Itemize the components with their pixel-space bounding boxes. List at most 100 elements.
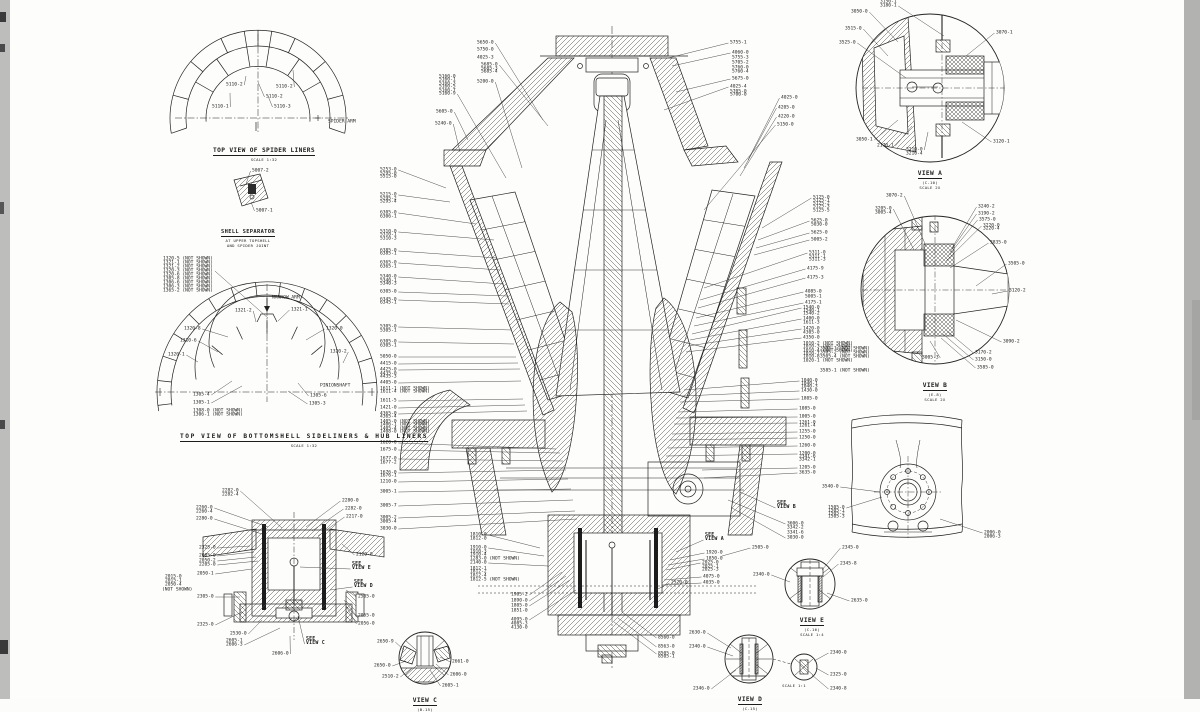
part-label: 5005-2 bbox=[811, 237, 828, 242]
part-label: 1320-1 bbox=[168, 352, 185, 357]
view-scale-text: SCALE 1:4 bbox=[782, 632, 842, 637]
part-label: 4175-3 bbox=[807, 275, 824, 280]
part-label: 5007-1 bbox=[256, 208, 273, 213]
part-label: 1306-1 (NOT SHOWN) bbox=[193, 412, 243, 417]
part-label: 2340-8 bbox=[830, 686, 847, 691]
part-label: 1321-1 bbox=[291, 307, 308, 312]
part-label: 1250-0 bbox=[799, 435, 816, 440]
part-label: 3505-0 bbox=[1008, 261, 1025, 266]
part-label: 1611-5 bbox=[380, 398, 397, 403]
view-title-text: VIEW A bbox=[918, 170, 942, 179]
part-label: 5240-0 bbox=[435, 121, 452, 126]
part-label: NARROW ARM bbox=[272, 295, 300, 300]
part-label: 6365-1 bbox=[380, 264, 397, 269]
part-label: 3342-1 bbox=[799, 457, 816, 462]
part-label: 2305-0 bbox=[197, 594, 214, 599]
part-label: 2282-4 bbox=[222, 492, 239, 497]
part-label: 2325-0 bbox=[197, 622, 214, 627]
title-bottomshell-view: TOP VIEW OF BOTTOMSHELL SIDELINERS & HUB… bbox=[168, 423, 440, 448]
part-label: 3540-0 bbox=[822, 484, 839, 489]
part-label: 5030-0 bbox=[811, 222, 828, 227]
part-label: 2280-0 bbox=[196, 516, 213, 521]
part-label: SPIDER ARM bbox=[328, 119, 356, 124]
part-label: 2120-0 bbox=[356, 552, 373, 557]
part-label: 1677-2 bbox=[380, 460, 397, 465]
part-label: 2170-1 bbox=[877, 143, 894, 148]
part-label: 1085-0 bbox=[799, 406, 816, 411]
part-label: 1812-5 (NOT SHOWN) bbox=[470, 577, 520, 582]
part-label: 2520-0 bbox=[671, 580, 688, 585]
part-label: 5110-2 bbox=[226, 82, 243, 87]
part-label: 5007-2 bbox=[252, 168, 269, 173]
part-label: 5295-4 bbox=[380, 199, 397, 204]
part-label: 3170-2 bbox=[975, 350, 992, 355]
part-label: 5650-0 bbox=[477, 40, 494, 45]
view-ref-text: (C-15) bbox=[722, 706, 778, 711]
title-view-e: VIEW E (C-16) SCALE 1:4 bbox=[782, 607, 842, 637]
title-detail-scale: SCALE 1:1 bbox=[772, 682, 816, 688]
part-label: 3505-4 (NOT SHOWN) bbox=[820, 354, 870, 359]
part-label: 2340-0 bbox=[830, 650, 847, 655]
part-label: 3090-2 bbox=[1003, 339, 1020, 344]
part-label: 1675-0 bbox=[380, 447, 397, 452]
part-label: 5305-1 bbox=[380, 328, 397, 333]
part-label: 1320-2 bbox=[330, 349, 347, 354]
part-label: 8563-0 bbox=[658, 644, 675, 649]
part-label: 1261-4 bbox=[799, 423, 816, 428]
part-label: 3240-2 bbox=[978, 204, 995, 209]
part-label: VIEW A bbox=[705, 537, 724, 543]
part-label: 2346-0 bbox=[693, 686, 710, 691]
part-label: VIEW D bbox=[354, 584, 373, 590]
part-label: 1611-3 bbox=[803, 320, 820, 325]
title-view-c: VIEW C (B-15) bbox=[397, 687, 453, 712]
part-label: 3525-0 bbox=[839, 40, 856, 45]
part-label: 1676-1 bbox=[380, 473, 397, 478]
part-label: 3005-1 bbox=[380, 489, 397, 494]
part-label: 2606-0 bbox=[272, 651, 289, 656]
part-label: 3835-0 bbox=[990, 240, 1007, 245]
part-label: 5110-2 bbox=[266, 94, 283, 99]
part-label: 3585-0 bbox=[977, 365, 994, 370]
part-label: 1611-4 (NOT SHOWN) bbox=[380, 389, 430, 394]
part-label: 3210-4 bbox=[906, 151, 923, 156]
part-label: 5005-1 bbox=[805, 294, 822, 299]
view-scale-text: SCALE 1:1 bbox=[772, 683, 816, 688]
part-label: 3050-1 bbox=[856, 137, 873, 142]
part-label: 5760-4 bbox=[732, 69, 749, 74]
part-label: 2056-0 bbox=[358, 621, 375, 626]
part-label: 3575-0 bbox=[979, 217, 996, 222]
part-label: 5340-3 bbox=[380, 281, 397, 286]
part-label: 6345-1 bbox=[380, 300, 397, 305]
part-label: 8560-0 bbox=[658, 635, 675, 640]
part-label: 5110-3 bbox=[274, 104, 291, 109]
part-label: 3120-1 bbox=[993, 139, 1010, 144]
part-label: 1905-2 bbox=[511, 592, 528, 597]
part-label: 5625-0 bbox=[811, 230, 828, 235]
part-label: 3150-0 bbox=[975, 357, 992, 362]
part-label: 4405-0 bbox=[380, 380, 397, 385]
part-label: 1305-6 bbox=[310, 393, 327, 398]
part-label: VIEW C bbox=[306, 641, 325, 647]
part-label: 1260-0 bbox=[799, 443, 816, 448]
part-label: 4415-0 bbox=[380, 361, 397, 366]
part-label: 1421-0 bbox=[380, 405, 397, 410]
part-label: 6306-1 bbox=[380, 214, 397, 219]
view-scale-text: SCALE 1:32 bbox=[168, 443, 440, 448]
part-label: 3635-0 bbox=[799, 470, 816, 475]
part-label: 3030-0 bbox=[380, 526, 397, 531]
part-label: 1310-6 bbox=[180, 338, 197, 343]
part-label: 1320-0 bbox=[326, 326, 343, 331]
part-label: 3120-2 bbox=[1009, 288, 1026, 293]
part-label: 4205-0 bbox=[778, 105, 795, 110]
part-label: 2340-0 bbox=[753, 572, 770, 577]
part-label: 2025-3 bbox=[702, 567, 719, 572]
part-label: 5160-9 bbox=[439, 91, 456, 96]
part-label: 1321-2 bbox=[235, 308, 252, 313]
view-note-line2: AND SPIDER JOINT bbox=[200, 243, 296, 248]
part-label: (NOT SHOWN) bbox=[162, 587, 192, 592]
part-label: 2630-0 bbox=[689, 630, 706, 635]
part-label: 5110-1 bbox=[212, 104, 229, 109]
part-label: 3030-0 bbox=[787, 535, 804, 540]
part-label: 4350-0 bbox=[803, 335, 820, 340]
